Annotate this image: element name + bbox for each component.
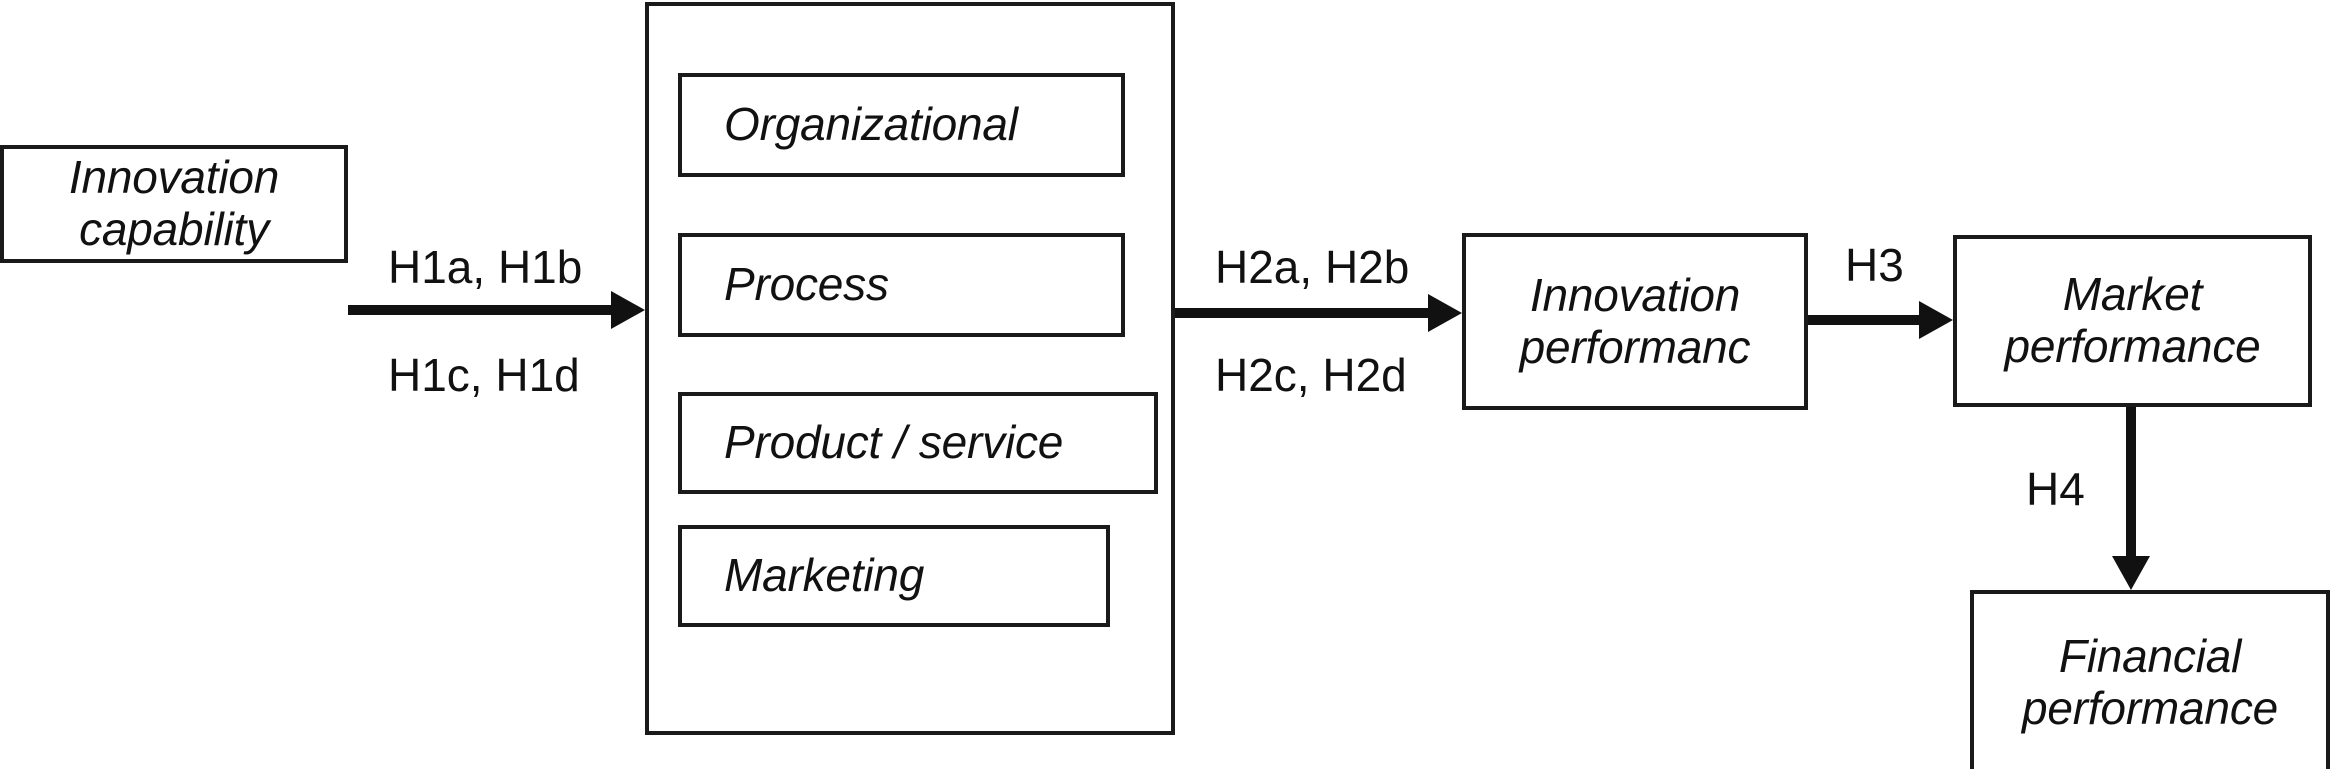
edge-label-h4: H4 [2026, 463, 2085, 515]
node-innovation-capability[interactable]: Innovation capability [0, 145, 348, 263]
node-process-label: Process [724, 258, 889, 311]
arrow-shaft [348, 305, 611, 315]
arrow-shaft [2126, 407, 2136, 556]
edge-label-h3: H3 [1845, 239, 1904, 291]
node-marketing[interactable]: Marketing [678, 525, 1110, 627]
arrow-head [2112, 556, 2150, 590]
node-innovation-performance[interactable]: Innovation performanc [1462, 233, 1808, 410]
edge-label-h1c-h1d: H1c, H1d [388, 349, 580, 401]
arrow-head [1428, 294, 1462, 332]
node-organizational-label: Organizational [724, 98, 1018, 151]
arrow-shaft [1175, 308, 1428, 318]
node-product-service[interactable]: Product / service [678, 392, 1158, 494]
node-marketing-label: Marketing [724, 549, 925, 602]
arrow-head [611, 291, 645, 329]
edge-label-h2c-h2d: H2c, H2d [1215, 349, 1407, 401]
arrow-shaft [1808, 315, 1919, 325]
node-financial-performance-label: Financial performance [2021, 630, 2279, 734]
edge-label-h1a-h1b: H1a, H1b [388, 241, 583, 293]
node-innovation-performance-label: Innovation performanc [1519, 268, 1751, 373]
edge-label-h2a-h2b: H2a, H2b [1215, 241, 1410, 293]
node-organizational[interactable]: Organizational [678, 73, 1125, 177]
node-process[interactable]: Process [678, 233, 1125, 337]
node-market-performance[interactable]: Market performance [1953, 235, 2312, 407]
node-product-service-label: Product / service [724, 416, 1064, 469]
node-financial-performance[interactable]: Financial performance [1970, 590, 2330, 769]
arrow-head [1919, 301, 1953, 339]
node-market-performance-label: Market performance [2004, 268, 2261, 372]
node-innovation-capability-label: Innovation capability [68, 151, 280, 255]
